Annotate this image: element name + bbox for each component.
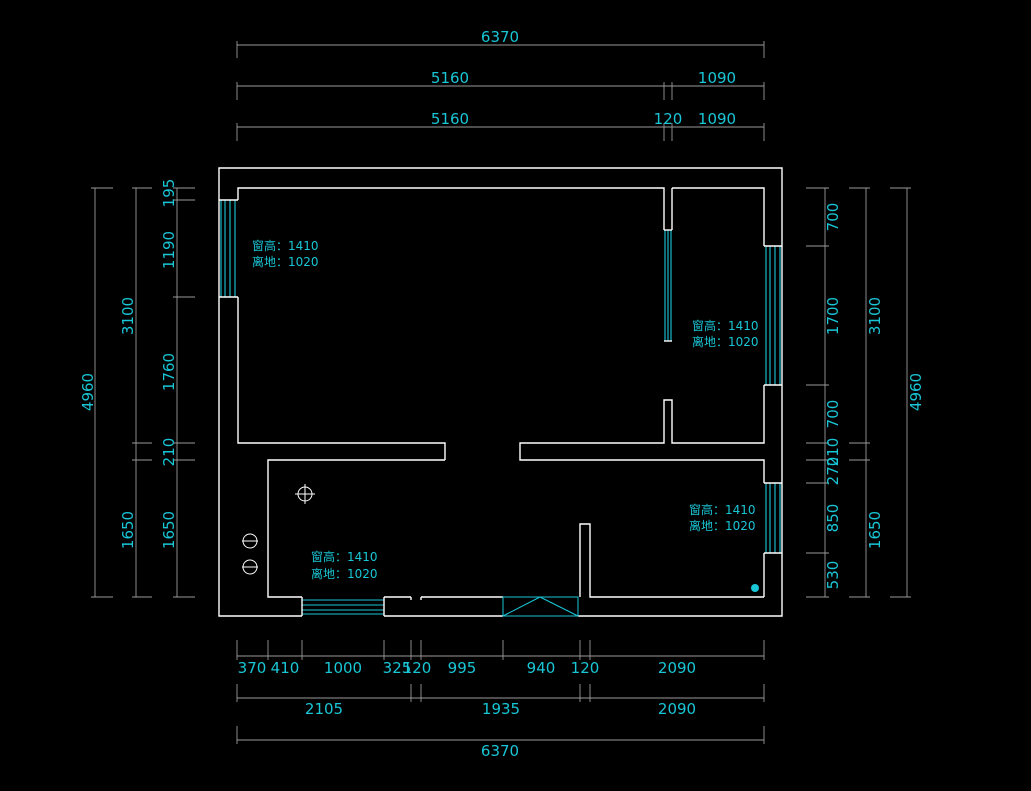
- drain-point-icon: [751, 584, 759, 592]
- bottom-dim-1935: 1935: [482, 700, 520, 718]
- right-dim-850: 850: [824, 504, 842, 533]
- left-dim-total: 4960: [79, 373, 97, 411]
- bottom-dim-410: 410: [271, 659, 300, 677]
- window-notes: 窗高：1410 离地：1020 窗高：1410 离地：1020 窗高：1410 …: [252, 238, 759, 581]
- bottom-dim-2105: 2105: [305, 700, 343, 718]
- windows: [219, 199, 782, 617]
- top-dim-total: 6370: [481, 28, 519, 46]
- bottom-dim-370: 370: [238, 659, 267, 677]
- bottom-dim-940: 940: [527, 659, 556, 677]
- top-dimensions: 6370 5160 1090 5160 120 1090: [236, 28, 765, 141]
- bottom-dimensions: 370 410 1000 325 120 995 940 120 2090 21…: [236, 640, 765, 760]
- fixtures: [242, 484, 759, 592]
- bottom-dim-1000: 1000: [324, 659, 362, 677]
- right-dimensions: 700 1700 700 210 270 850 530 3100 1650 4…: [806, 187, 925, 598]
- left-dim-1760: 1760: [160, 353, 178, 391]
- window-note-1-sill: 离地：1020: [252, 254, 319, 269]
- left-dim-3100: 3100: [119, 297, 137, 335]
- ceiling-light-icon: [295, 484, 315, 504]
- left-dim-1650-inner: 1650: [160, 511, 178, 549]
- window-right-lower: [764, 482, 782, 554]
- right-dim-700-top: 700: [824, 203, 842, 232]
- window-bottom: [301, 597, 385, 616]
- right-dim-1700: 1700: [824, 297, 842, 335]
- left-dimensions: 4960 3100 1650 195 1190 1760 210 1650: [79, 179, 195, 598]
- top-dim-row3-left: 5160: [431, 110, 469, 128]
- left-dim-210: 210: [160, 438, 178, 467]
- bottom-dim-325: 325: [383, 659, 412, 677]
- bottom-dim-2090-row2: 2090: [658, 700, 696, 718]
- top-dim-row3-right: 1090: [698, 110, 736, 128]
- right-dim-210: 210: [824, 438, 842, 467]
- right-dim-700-bottom: 700: [824, 400, 842, 429]
- right-dim-530: 530: [824, 561, 842, 590]
- top-dim-row2-right: 1090: [698, 69, 736, 87]
- right-dim-1650: 1650: [866, 511, 884, 549]
- window-left: [219, 199, 238, 298]
- bottom-dim-120a: 120: [403, 659, 432, 677]
- left-dim-1650: 1650: [119, 511, 137, 549]
- window-note-2-sill: 离地：1020: [692, 334, 759, 349]
- bottom-dim-995: 995: [448, 659, 477, 677]
- left-dim-195: 195: [160, 179, 178, 208]
- window-partition: [664, 229, 672, 342]
- window-right-upper: [764, 245, 782, 386]
- window-note-3-height: 窗高：1410: [689, 502, 756, 517]
- window-note-3-sill: 离地：1020: [689, 518, 756, 533]
- outlet-icon-upper: [242, 533, 258, 549]
- left-dim-1190: 1190: [160, 231, 178, 269]
- right-dim-270: 270: [824, 457, 842, 486]
- outlet-icon-lower: [242, 559, 258, 575]
- bottom-dim-120b: 120: [571, 659, 600, 677]
- bottom-dim-2090: 2090: [658, 659, 696, 677]
- window-note-1-height: 窗高：1410: [252, 238, 319, 253]
- window-note-4-height: 窗高：1410: [311, 549, 378, 564]
- entrance-door: [502, 596, 579, 617]
- top-dim-row2-left: 5160: [431, 69, 469, 87]
- window-note-4-sill: 离地：1020: [311, 566, 378, 581]
- bottom-dim-total: 6370: [481, 742, 519, 760]
- walls: [218, 167, 783, 617]
- top-dim-row3-wall: 120: [654, 110, 683, 128]
- right-dim-total: 4960: [907, 373, 925, 411]
- window-note-2-height: 窗高：1410: [692, 318, 759, 333]
- right-dim-3100: 3100: [866, 297, 884, 335]
